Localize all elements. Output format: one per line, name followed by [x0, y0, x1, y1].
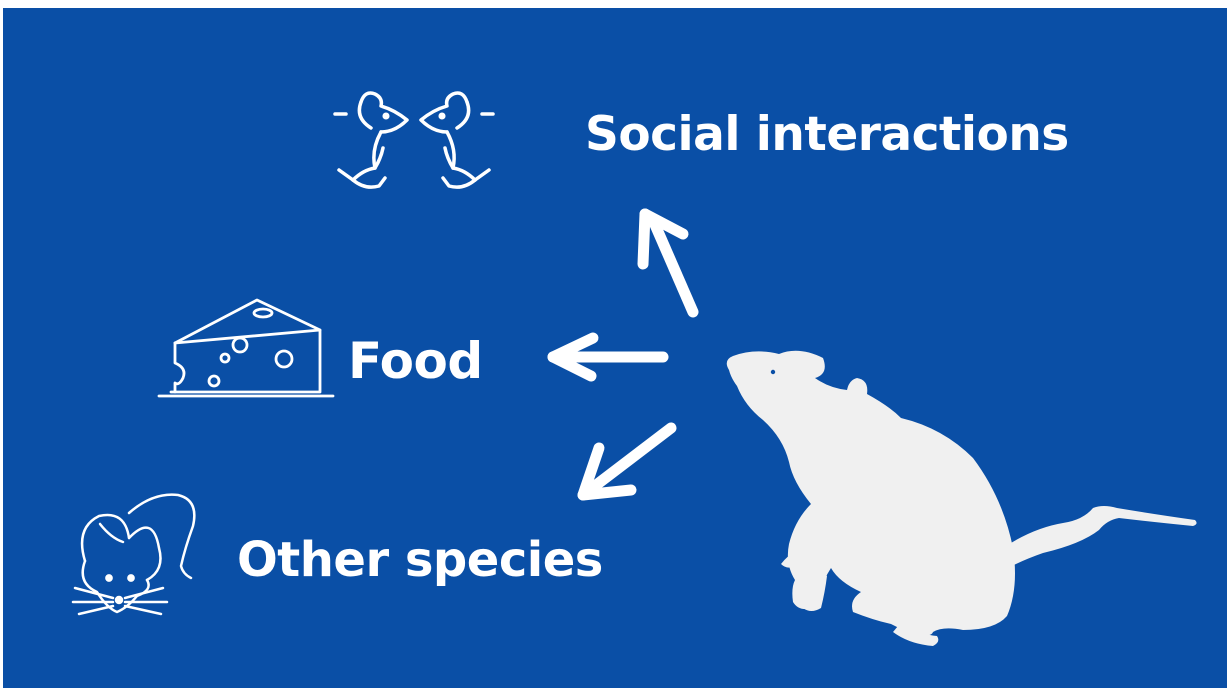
rat-silhouette — [726, 350, 1197, 646]
arrow-to-other-species — [577, 422, 677, 501]
diagram-graphics — [71, 91, 1197, 646]
social-interactions-label: Social interactions — [585, 107, 1069, 162]
slide-background: Social interactions Food Other species — [3, 8, 1227, 688]
arrow-to-food — [547, 332, 669, 382]
rat-eye — [770, 369, 776, 375]
two-mice-facing-icon — [333, 91, 495, 189]
other-species-label: Other species — [237, 532, 603, 588]
arrow-to-social-interactions — [637, 208, 699, 318]
cheese-wedge-icon — [157, 298, 335, 398]
mouse-face-icon — [71, 493, 196, 616]
food-label: Food — [348, 332, 483, 390]
